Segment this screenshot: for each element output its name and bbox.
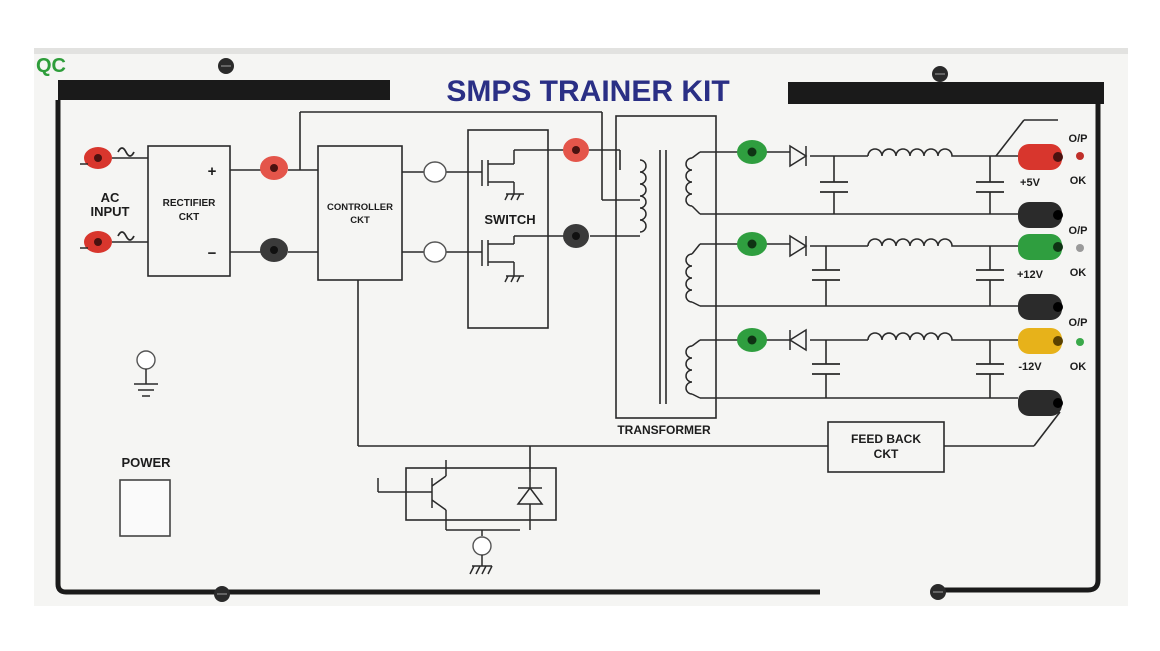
rectifier-negative-socket[interactable]	[260, 238, 288, 262]
inductor-icon	[867, 332, 956, 341]
out3-led	[1076, 338, 1084, 346]
qc-logo: QC	[36, 55, 66, 77]
ground-test-point[interactable]	[136, 350, 156, 370]
out1-ok-label: OK	[1070, 175, 1087, 187]
out2-op-label: O/P	[1069, 225, 1088, 237]
out2-positive-socket[interactable]	[1018, 234, 1063, 260]
switch-output-socket-red[interactable]	[563, 138, 589, 162]
out3-op-label: O/P	[1069, 317, 1088, 329]
title-bar-right	[788, 82, 1104, 104]
gate-test-point-2[interactable]	[423, 241, 447, 263]
secondary-socket-3[interactable]	[737, 328, 767, 352]
diode-icon	[789, 144, 808, 168]
sine-wave-icon	[117, 147, 135, 157]
secondary-socket-2[interactable]	[737, 232, 767, 256]
rectifier-positive-socket[interactable]	[260, 156, 288, 180]
out1-op-label: O/P	[1069, 133, 1088, 145]
ground-icon	[134, 369, 158, 397]
opto-ground-test-point[interactable]	[472, 536, 492, 556]
screw-bottom-right	[930, 584, 946, 600]
rectifier-label-line1: RECTIFIER	[163, 198, 217, 209]
screw-bottom-left	[214, 586, 230, 602]
diode-icon	[516, 472, 544, 530]
mosfet-icon	[481, 149, 548, 201]
out1-positive-socket[interactable]	[1018, 144, 1063, 170]
ac-input-socket-1[interactable]	[84, 147, 112, 169]
controller-label-line2: CKT	[350, 215, 370, 226]
optocoupler-block	[405, 467, 557, 521]
out3-ok-label: OK	[1070, 361, 1087, 373]
out1-negative-socket[interactable]	[1018, 202, 1063, 228]
transformer-block	[615, 115, 717, 419]
feedback-label-line1: FEED BACK	[851, 432, 921, 446]
ac-input-label-line1: AC	[101, 190, 120, 205]
out2-ok-label: OK	[1070, 267, 1087, 279]
frame-right-bottom	[940, 100, 1101, 593]
frame-left-bottom	[55, 100, 820, 595]
controller-block	[317, 145, 403, 281]
out3-negative-socket[interactable]	[1018, 390, 1063, 416]
switch-block	[467, 129, 549, 329]
inductor-icon	[867, 238, 956, 247]
screw-top-right	[932, 66, 948, 82]
diode-icon	[788, 328, 807, 352]
panel-background	[34, 48, 1128, 606]
out1-voltage-label: +5V	[1020, 177, 1041, 189]
ground-icon	[469, 555, 493, 575]
out3-voltage-label: -12V	[1018, 361, 1042, 373]
power-label: POWER	[121, 455, 171, 470]
out2-voltage-label: +12V	[1017, 269, 1044, 281]
secondary-socket-1[interactable]	[737, 140, 767, 164]
transformer-label: TRANSFORMER	[617, 423, 711, 437]
feedback-label-line2: CKT	[874, 447, 899, 461]
screw-top-left	[218, 58, 234, 74]
feedback-block	[827, 421, 945, 473]
out3-positive-socket[interactable]	[1018, 328, 1063, 354]
plus-sign: +	[208, 163, 217, 180]
power-switch[interactable]	[119, 479, 171, 537]
out2-negative-socket[interactable]	[1018, 294, 1063, 320]
minus-sign: −	[208, 245, 217, 262]
transistor-icon	[377, 460, 520, 531]
diode-icon	[789, 234, 808, 258]
capacitor-icon	[812, 181, 1004, 375]
mosfet-icon	[481, 235, 548, 283]
switch-label: SWITCH	[484, 212, 535, 227]
switch-output-socket-black[interactable]	[563, 224, 589, 248]
inductor-icon	[867, 148, 956, 157]
out1-led	[1076, 152, 1084, 160]
circuit-wiring	[112, 111, 1061, 472]
transformer-core	[659, 150, 667, 404]
rectifier-block	[147, 145, 231, 277]
rectifier-label-line2: CKT	[179, 212, 200, 223]
panel-title: SMPS TRAINER KIT	[446, 75, 729, 108]
sine-wave-icon	[117, 231, 135, 241]
gate-test-point-1[interactable]	[423, 161, 447, 183]
out2-led	[1076, 244, 1084, 252]
title-bar-left	[58, 80, 390, 100]
transformer-secondary-coils	[685, 151, 701, 399]
controller-label-line1: CONTROLLER	[327, 202, 393, 213]
ac-input-socket-2[interactable]	[84, 231, 112, 253]
ac-input-label-line2: INPUT	[91, 204, 130, 219]
transformer-primary-coil	[639, 159, 647, 233]
